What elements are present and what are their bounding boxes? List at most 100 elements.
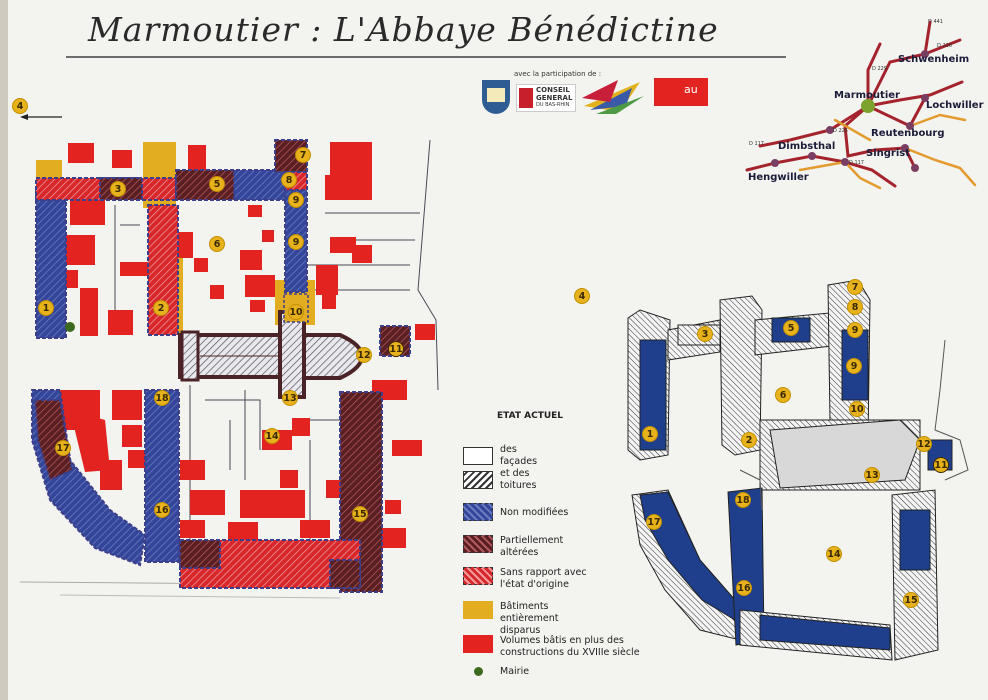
road-label-d117a: D 117 xyxy=(749,141,764,147)
axo-pin-9b: 9 xyxy=(846,358,862,374)
town-label-hengwiller: Hengwiller xyxy=(748,172,809,183)
road-orange-2 xyxy=(903,146,977,187)
abbey-church xyxy=(178,310,365,399)
plan-pin-16: 16 xyxy=(154,502,170,518)
town-dot-singrist xyxy=(901,144,909,152)
town-label-marmoutier: Marmoutier xyxy=(834,90,900,101)
plan-pin-5: 5 xyxy=(209,176,225,192)
road-orange-1 xyxy=(798,160,882,190)
legend-swatch-partiellement xyxy=(463,535,493,553)
legend-swatch-roofs xyxy=(463,471,493,489)
road-label-d117b: D 117 xyxy=(849,160,864,166)
legend-swatch-sans-rapport xyxy=(463,567,493,585)
plan-pin-6: 6 xyxy=(209,236,225,252)
town-dot-extra1 xyxy=(841,158,849,166)
mairie-dot xyxy=(65,322,75,332)
plan-pin-1: 1 xyxy=(38,300,54,316)
axo-church-roof xyxy=(769,419,921,489)
plan-pin-10: 10 xyxy=(288,304,304,320)
conseil-line3: DU BAS-RHIN xyxy=(536,102,570,108)
town-dot-dimbsthal xyxy=(808,152,816,160)
road-orange-3 xyxy=(833,118,872,142)
axo-pin-6: 6 xyxy=(775,387,791,403)
town-label-dimbsthal: Dimbsthal xyxy=(778,141,836,152)
plan-pin-14: 14 xyxy=(264,428,280,444)
road-orange-4 xyxy=(908,113,967,128)
town-label-singrist: Singrist xyxy=(866,148,910,159)
road-d229 xyxy=(866,80,964,108)
plan-pin-7: 7 xyxy=(295,147,311,163)
axo-wing-south-blue xyxy=(759,614,891,651)
caue-logo: au xyxy=(654,78,708,106)
axo-pin-18: 18 xyxy=(735,492,751,508)
axo-pin-12: 12 xyxy=(916,436,932,452)
axo-pin-1: 1 xyxy=(642,426,658,442)
conseil-line1: CONSEIL xyxy=(536,86,570,94)
wing-south-dark xyxy=(179,539,221,569)
axo-pin-2: 2 xyxy=(741,432,757,448)
plan-pin-18: 18 xyxy=(154,390,170,406)
legend-label-non-modifiees: Non modifiées xyxy=(500,507,569,518)
axo-pin-8: 8 xyxy=(847,299,863,315)
wing-south-end xyxy=(329,559,361,589)
axo-pin-11: 11 xyxy=(933,457,949,473)
caue-logo-text: au xyxy=(684,83,698,96)
legend-label-volumes: Volumes bâtis en plus des constructions … xyxy=(500,635,640,658)
axo-pin-15: 15 xyxy=(903,592,919,608)
plan-pin-11: 11 xyxy=(388,341,404,357)
partner-text: avec la participation de : xyxy=(514,70,602,78)
road-label-d229: D 229 xyxy=(872,66,887,72)
legend-swatch-disparus xyxy=(463,601,493,619)
town-dot-reutenbourg xyxy=(906,122,914,130)
plan-pin-17: 17 xyxy=(55,440,71,456)
board-frame xyxy=(0,0,8,700)
legend-label-mairie: Mairie xyxy=(500,666,530,677)
axo-pin-7: 7 xyxy=(847,279,863,295)
road-label-d225: D 225 xyxy=(833,128,848,134)
conseil-general-logo: CONSEIL GENERAL DU BAS-RHIN xyxy=(516,84,576,112)
axo-pin-9a: 9 xyxy=(847,322,863,338)
town-dot-hengwiller xyxy=(771,159,779,167)
plan-pin-8: 8 xyxy=(281,172,297,188)
road-label-d441: D 441 xyxy=(928,19,943,25)
axo-wing-15-blue xyxy=(899,509,931,571)
town-dot-marmoutier xyxy=(861,99,875,113)
legend-label-facades-roofs: des façades et des toitures xyxy=(500,444,538,491)
road-hengw xyxy=(745,161,777,172)
legend-title: ETAT ACTUEL xyxy=(497,411,564,421)
plan-pin-13: 13 xyxy=(282,390,298,406)
axo-pin-5: 5 xyxy=(783,320,799,336)
page-title: Marmoutier : L'Abbaye Bénédictine xyxy=(88,10,719,49)
plan-pin-3: 3 xyxy=(110,181,126,197)
legend-swatch-volumes xyxy=(463,635,493,653)
colorful-arrow-logo xyxy=(580,76,646,116)
road-label-d226: D 226 xyxy=(937,43,952,49)
axo-pin-16: 16 xyxy=(736,580,752,596)
axo-pin-13: 13 xyxy=(864,467,880,483)
town-dot-extra3 xyxy=(911,164,919,172)
town-label-schwenheim: Schwenheim xyxy=(898,54,970,65)
road-north xyxy=(866,42,882,108)
title-underline xyxy=(66,56,786,58)
axo-pin-17: 17 xyxy=(646,514,662,530)
road-d441 xyxy=(923,20,932,56)
plan-pin-4: 4 xyxy=(574,288,590,304)
axo-pin-3: 3 xyxy=(697,326,713,342)
legend-swatch-non-modifiees xyxy=(463,503,493,521)
plan-pin-9a: 9 xyxy=(288,192,304,208)
town-label-reutenbourg: Reutenbourg xyxy=(871,128,945,139)
town-dot-lochwiller xyxy=(921,94,929,102)
plan-pin-2: 2 xyxy=(153,300,169,316)
plan-pin-15: 15 xyxy=(352,506,368,522)
north-marker: 4 xyxy=(12,98,28,114)
legend-label-partiellement: Partiellement altérées xyxy=(500,535,564,558)
plan-pin-12: 12 xyxy=(356,347,372,363)
legend-swatch-mairie xyxy=(474,667,483,676)
legend-label-disparus: Bâtiments entièrement disparus xyxy=(500,601,559,636)
legend-swatch-facades xyxy=(463,447,493,465)
